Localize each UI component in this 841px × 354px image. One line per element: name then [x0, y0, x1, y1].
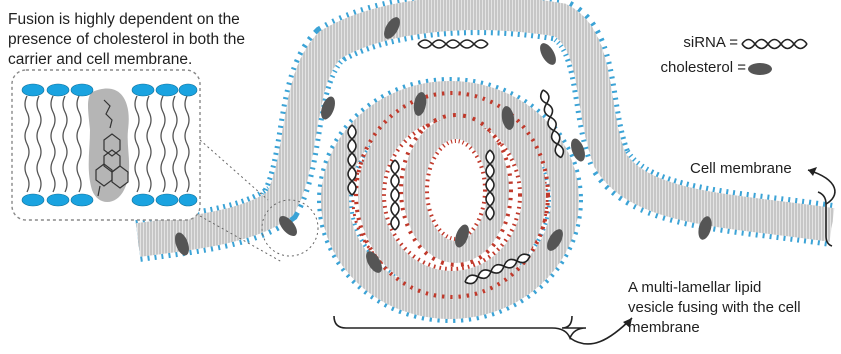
vesicle-label-line: A multi-lamellar lipid [628, 278, 801, 298]
cell-membrane-arrow [808, 170, 835, 204]
legend-sirna-icon [742, 40, 807, 49]
legend-cholesterol-icon [748, 63, 772, 75]
vesicle-label-line: vesicle fusing with the cell [628, 298, 801, 318]
legend-sirna-label: siRNA = [640, 34, 738, 51]
inset-cholesterol-region [88, 88, 129, 202]
cell-membrane-arrowhead [808, 167, 817, 176]
cell-membrane-label: Cell membrane [690, 160, 792, 177]
caption-line: presence of cholesterol in both the [8, 30, 308, 50]
vesicle-label-line: membrane [628, 318, 801, 338]
legend-cholesterol-label: cholesterol = [600, 59, 746, 76]
sirna-helix-left-outer [348, 125, 356, 195]
sirna-helix-center [486, 150, 494, 220]
caption-line: Fusion is highly dependent on the [8, 10, 308, 30]
caption: Fusion is highly dependent on the presen… [8, 10, 308, 70]
sirna-helix-left-mid [391, 160, 399, 230]
vesicle-bracket [334, 316, 586, 338]
caption-line: carrier and cell membrane. [8, 50, 308, 70]
vesicle-label: A multi-lamellar lipid vesicle fusing wi… [628, 278, 801, 338]
multilamellar-vesicle [335, 95, 565, 305]
vesicle-arrow [570, 318, 632, 344]
sirna-helix-top [418, 40, 488, 48]
